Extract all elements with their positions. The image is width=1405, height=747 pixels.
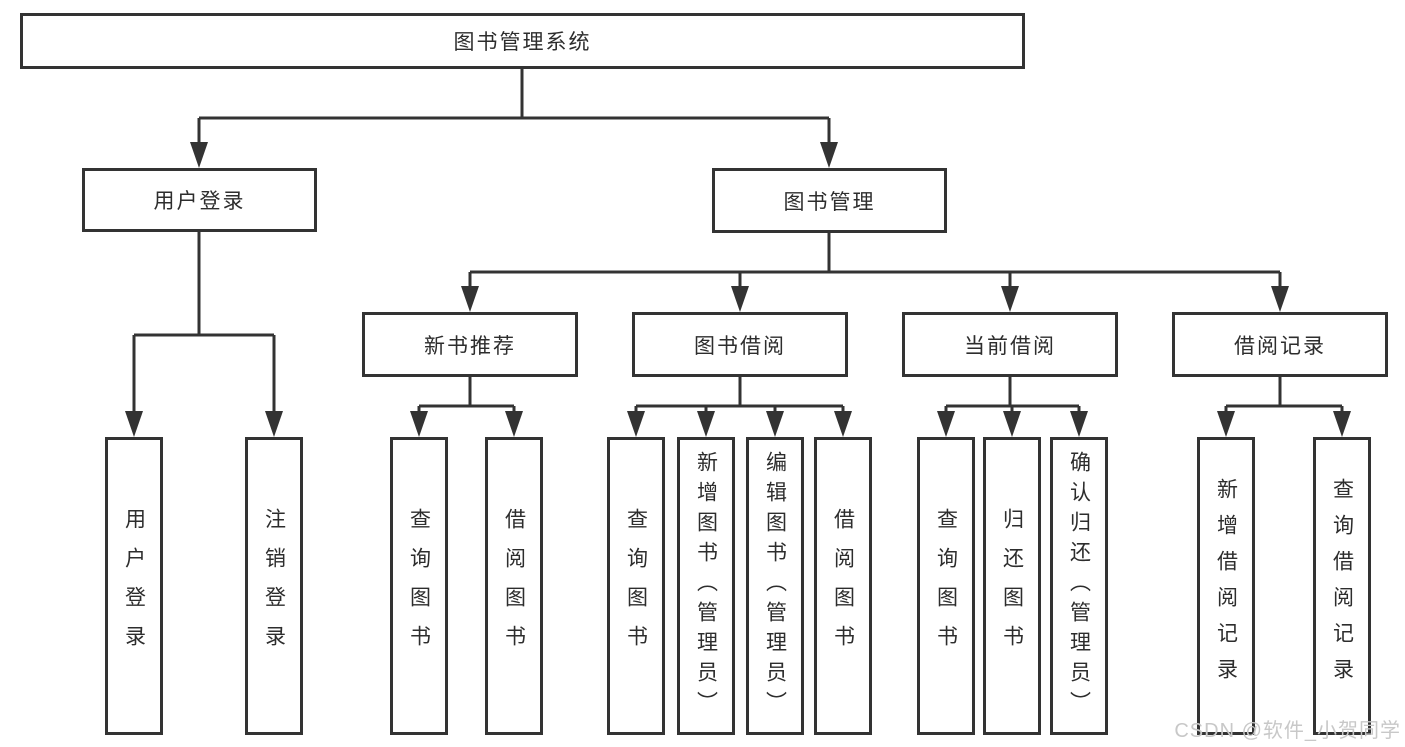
leaf-label: 借阅图书 — [502, 508, 526, 664]
leaf-label: 查询图书 — [407, 508, 431, 664]
leaf-add-books-admin: 新增图书（管理员） — [677, 437, 735, 735]
node-current-borrowing: 当前借阅 — [902, 312, 1118, 377]
connector-root-to-level2 — [190, 69, 838, 168]
connector-userlogin-to-leaves — [125, 232, 283, 437]
leaf-label: 查询图书 — [624, 508, 648, 664]
leaf-label: 归还图书 — [1000, 508, 1024, 664]
node-user-login: 用户登录 — [82, 168, 317, 232]
leaf-label: 编辑图书（管理员） — [763, 451, 787, 721]
node-root-library-system: 图书管理系统 — [20, 13, 1025, 69]
connector-records-to-leaves — [1217, 377, 1351, 437]
leaf-recommend-query-books: 查询图书 — [390, 437, 448, 735]
csdn-watermark: CSDN @软件_小贺同学 — [1174, 720, 1401, 742]
connector-bookmgmt-to-level3 — [461, 233, 1289, 312]
node-label: 新书推荐 — [424, 334, 516, 358]
leaf-current-query-books: 查询图书 — [917, 437, 975, 735]
leaf-confirm-return-admin: 确认归还（管理员） — [1050, 437, 1108, 735]
leaf-label: 注销登录 — [262, 508, 286, 664]
leaf-edit-books-admin: 编辑图书（管理员） — [746, 437, 804, 735]
node-label: 图书借阅 — [694, 334, 786, 358]
connector-currentborrow-to-leaves — [937, 377, 1088, 437]
node-book-borrowing: 图书借阅 — [632, 312, 848, 377]
node-label: 图书管理系统 — [453, 31, 592, 54]
leaf-user-login: 用户登录 — [105, 437, 163, 735]
node-borrow-records: 借阅记录 — [1172, 312, 1388, 377]
node-book-management: 图书管理 — [712, 168, 947, 233]
leaf-label: 查询图书 — [934, 508, 958, 664]
node-new-book-recommend: 新书推荐 — [362, 312, 578, 377]
leaf-label: 借阅图书 — [831, 508, 855, 664]
leaf-borrowing-query-books: 查询图书 — [607, 437, 665, 735]
leaf-logout: 注销登录 — [245, 437, 303, 735]
leaf-borrowing-borrow-books: 借阅图书 — [814, 437, 872, 735]
node-label: 图书管理 — [783, 190, 876, 214]
node-label: 当前借阅 — [964, 334, 1056, 358]
node-label: 用户登录 — [153, 190, 246, 213]
node-label: 借阅记录 — [1234, 334, 1326, 358]
leaf-label: 用户登录 — [122, 508, 146, 664]
leaf-label: 新增借阅记录 — [1214, 478, 1238, 694]
connector-bookborrow-to-leaves — [627, 377, 852, 437]
leaf-label: 新增图书（管理员） — [694, 451, 718, 721]
leaf-label: 确认归还（管理员） — [1067, 451, 1091, 721]
leaf-query-borrow-record: 查询借阅记录 — [1313, 437, 1371, 735]
leaf-label: 查询借阅记录 — [1330, 478, 1354, 694]
leaf-add-borrow-record: 新增借阅记录 — [1197, 437, 1255, 735]
leaf-recommend-borrow-books: 借阅图书 — [485, 437, 543, 735]
leaf-return-books: 归还图书 — [983, 437, 1041, 735]
connector-newbook-to-leaves — [410, 377, 523, 437]
